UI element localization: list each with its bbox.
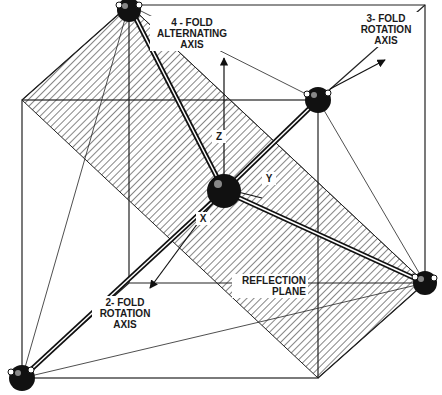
reflection-plane	[22, 5, 425, 378]
symmetry-axes	[150, 58, 385, 288]
coordinate-letter: X	[196, 212, 210, 225]
tetrahedron-edges	[22, 5, 425, 378]
axis-label: 4 - FOLD ALTERNATING AXIS	[150, 16, 234, 51]
axis-label: 3- FOLD ROTATION AXIS	[352, 12, 420, 47]
coordinate-letter: Y	[262, 172, 276, 185]
axis-label: 2- FOLD ROTATION AXIS	[92, 296, 158, 331]
coordinate-letter: Z	[212, 130, 226, 143]
cube-edges	[22, 5, 425, 378]
bond-highlights	[22, 5, 425, 378]
plane-label: REFLECTION PLANE	[232, 274, 308, 298]
bonds	[22, 5, 425, 378]
atoms	[8, 0, 437, 391]
